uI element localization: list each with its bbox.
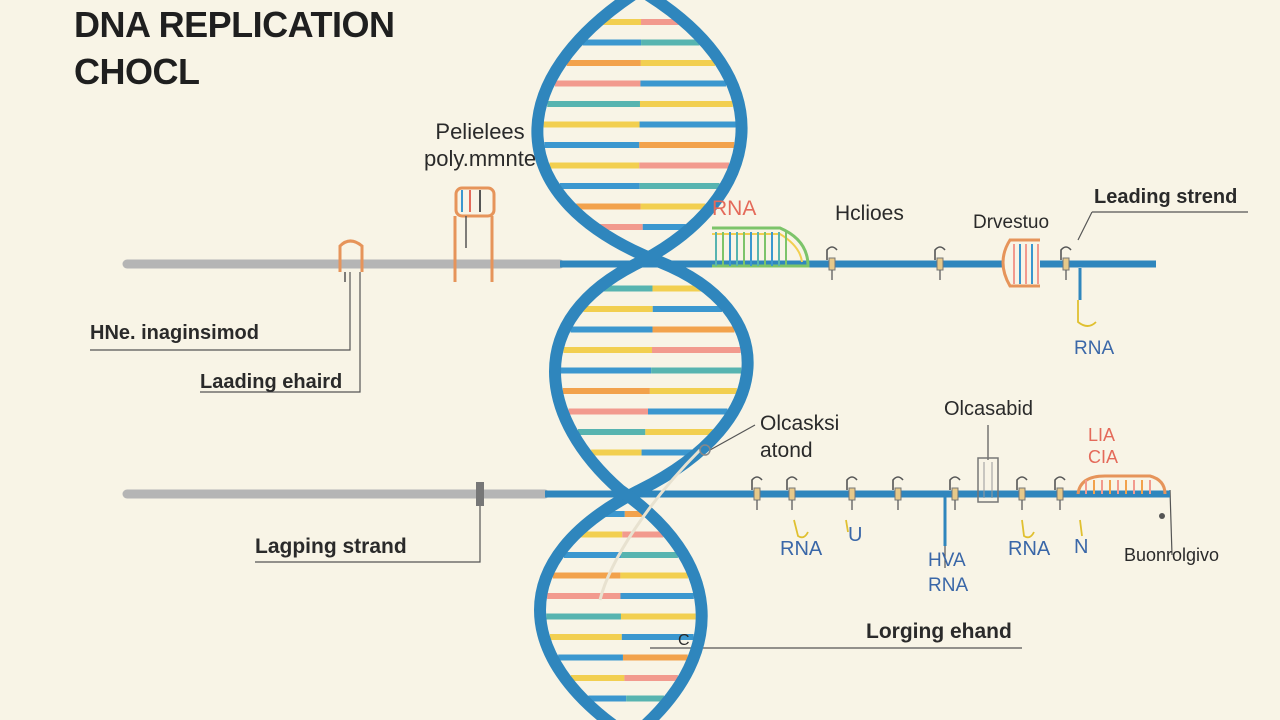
dnase-enzyme-bars (1013, 244, 1039, 284)
clamp-hook (846, 476, 858, 490)
rna-label-top-right: RNA (1074, 338, 1115, 359)
leading-strand-label-top: Leading strend (1094, 186, 1238, 208)
polymerase-label-line-2: poly.mmnte (424, 146, 537, 171)
polymerase-label: Pelielees poly.mmnte (424, 118, 536, 172)
clamp-body (951, 487, 959, 501)
helicase-label: Hclioes (835, 202, 904, 225)
clamp-hook (751, 476, 763, 490)
polymerase-label-line-1: Pelielees (435, 119, 525, 144)
okazabid-label: Olcasabid (944, 398, 1033, 420)
okazaki-fragment-marker (977, 457, 999, 503)
clamp-body (828, 257, 836, 271)
clamp-hook (892, 476, 904, 490)
clamp-hook (826, 246, 838, 260)
n-label: N (1074, 536, 1089, 558)
polymerase-enzyme (453, 186, 496, 282)
clamp-hook (786, 476, 798, 490)
clamp-body (848, 487, 856, 501)
clamp-body (1062, 257, 1070, 271)
helix-highlight (598, 448, 702, 601)
clamp-hook (1054, 476, 1066, 490)
helix-base-pairs (543, 19, 742, 702)
hva-label-line-1: HVA (928, 550, 966, 571)
rna-label-top: RNA (712, 197, 757, 220)
hne-label: HNe. inaginsimod (90, 322, 259, 344)
sliding-clamps (751, 246, 1072, 510)
lagging-tick-marker (476, 482, 484, 506)
lagging-strand-label-bottom: Lorging ehand (866, 620, 1012, 643)
leading-strand-label-left: Laading ehaird (200, 371, 343, 393)
clamp-enzyme-left (338, 239, 364, 282)
dnase-enzyme (1001, 238, 1040, 288)
lia-label-line-2: CIA (1088, 447, 1119, 467)
rna-squiggles (793, 300, 1097, 539)
page-title: DNA REPLICATION CHOCL (74, 2, 395, 96)
clamp-body (936, 257, 944, 271)
clamp-body (1056, 487, 1064, 501)
clamp-hook (1060, 246, 1072, 260)
buonrolgivo-label: Buonrolgivo (1124, 545, 1220, 565)
rna-primer-top (712, 226, 810, 268)
clamp-hook (1016, 476, 1028, 490)
title-line-1: DNA REPLICATION (74, 4, 395, 45)
hva-label: HVA RNA (928, 548, 968, 598)
okazaki-label-line-1: Olcasksi (760, 412, 840, 435)
rna-label-bottom-2: RNA (1008, 538, 1051, 560)
hva-label-line-2: RNA (928, 575, 969, 596)
clamp-hook (934, 246, 946, 260)
rna-label-bottom-1: RNA (780, 538, 823, 560)
lagging-strand-label-left: Lagping strand (255, 535, 407, 558)
clamp-body (788, 487, 796, 501)
helix-backbone-a (531, 0, 754, 720)
u-label: U (848, 524, 863, 546)
leader-lines (90, 211, 1248, 649)
lia-label: LIA CIA (1088, 424, 1118, 468)
helix-backbone-b (549, 0, 748, 720)
c-label: C (678, 632, 690, 649)
okazaki-label: Olcasksi atond (760, 410, 839, 464)
endpoint-dot (1159, 513, 1165, 519)
dnase-label: Drvestuo (973, 212, 1050, 233)
clamp-hook (949, 476, 961, 490)
clamp-body (894, 487, 902, 501)
title-line-2: CHOCL (74, 50, 200, 92)
okazaki-label-line-2: atond (760, 439, 813, 462)
lia-label-line-1: LIA (1088, 425, 1116, 445)
okazaki-pointer-dot (699, 444, 711, 456)
rna-primer-bottom (1076, 474, 1167, 495)
clamp-body (753, 487, 761, 501)
rna-primer-top-bars (715, 232, 787, 266)
rna-primer-bottom-bars (1085, 480, 1151, 494)
clamp-body (1018, 487, 1026, 501)
